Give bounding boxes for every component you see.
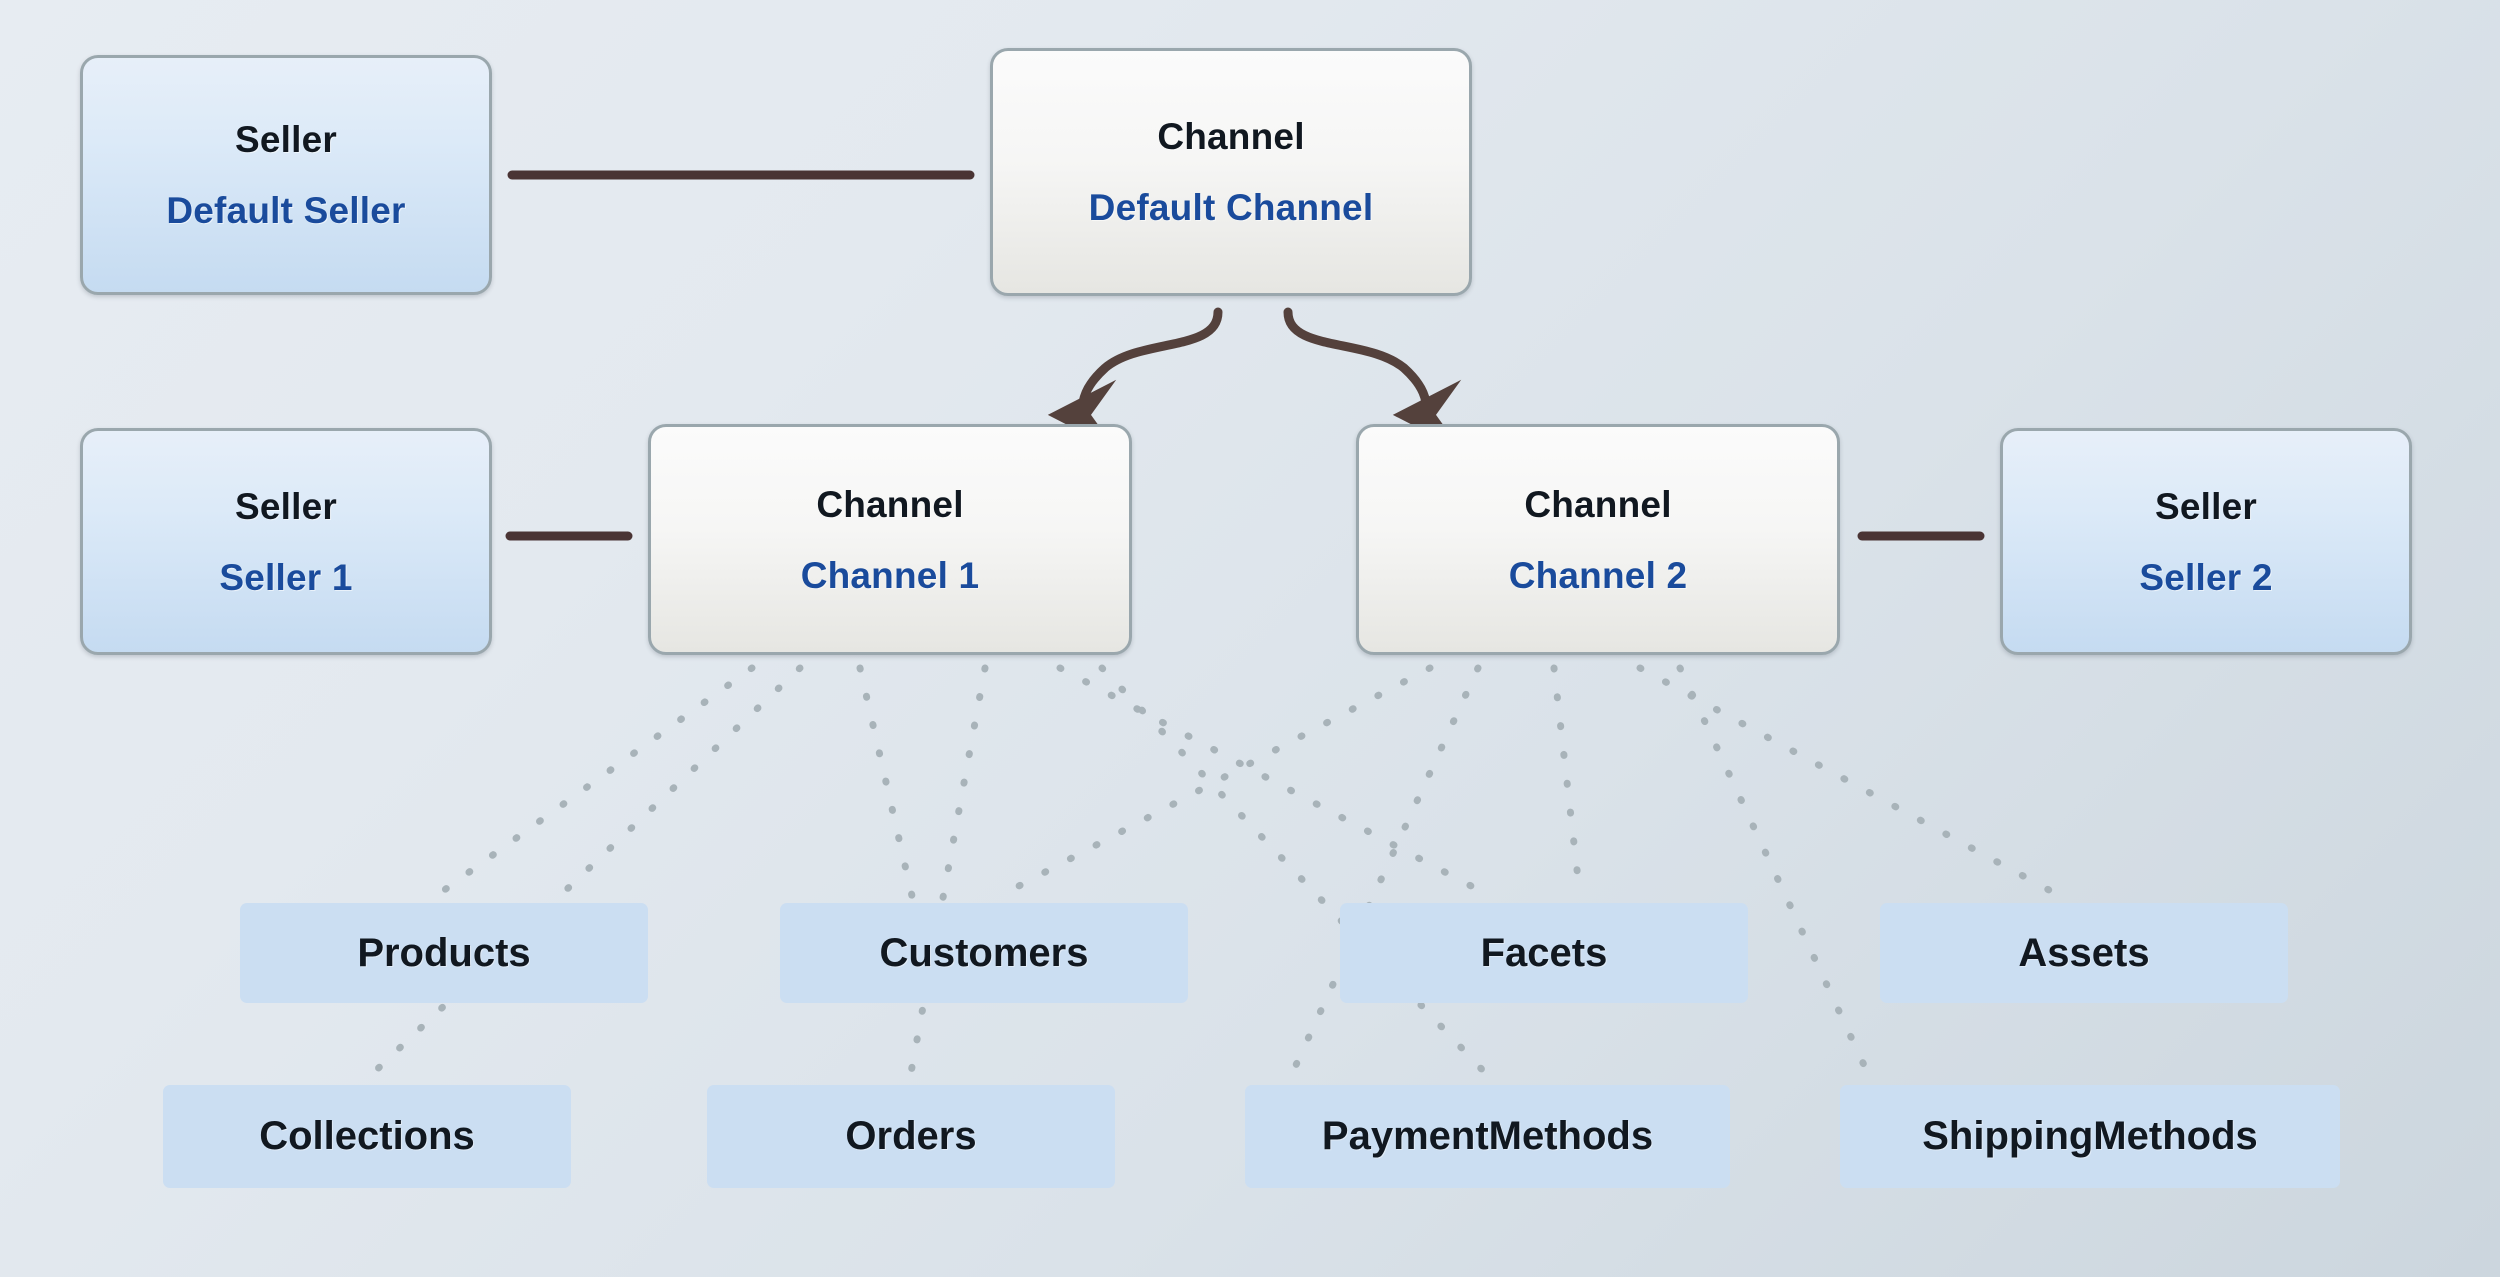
dotted-link-channel1-to-facets	[1056, 664, 1494, 900]
node-type-label: Seller	[235, 119, 337, 160]
node-name-label: Default Channel	[1088, 187, 1374, 228]
arrow-link-default-channel-to-channel-2	[1283, 307, 1462, 450]
resource-chip-label: Products	[357, 930, 531, 975]
dotted-link-channel2-to-assets	[1636, 664, 2064, 900]
node-name-label: Channel 1	[800, 554, 980, 596]
resource-chip-label: Orders	[845, 1114, 977, 1158]
resource-chip-label: Assets	[2018, 930, 2150, 975]
node-type-label: Channel	[1157, 116, 1305, 157]
dotted-link-channel1-to-orders	[906, 664, 989, 1082]
dotted-link-channel1-to-products	[432, 664, 756, 900]
arrow-link-default-channel-to-channel-1	[1047, 307, 1223, 451]
resource-chip-label: Facets	[1480, 930, 1608, 975]
resource-chip-orders[interactable]: Orders	[707, 1085, 1115, 1188]
dotted-link-channel2-to-facets	[1550, 664, 1584, 900]
dotted-link-channel2-to-shippingmethods	[1676, 664, 1874, 1082]
dotted-link-channel2-to-paymentmethods	[1286, 664, 1482, 1082]
dotted-link-channel1-to-paymentmethods	[1098, 664, 1494, 1082]
node-name-label: Channel 2	[1508, 554, 1688, 596]
resource-chip-paymentmethods[interactable]: PaymentMethods	[1245, 1085, 1730, 1188]
node-type-label: Channel	[1524, 483, 1672, 525]
resource-chip-collections[interactable]: Collections	[163, 1085, 571, 1188]
resource-chip-label: ShippingMethods	[1922, 1114, 2258, 1158]
dotted-link-channel1-to-customers	[856, 664, 916, 900]
node-type-label: Channel	[816, 483, 964, 525]
resource-chip-customers[interactable]: Customers	[780, 903, 1188, 1003]
node-type-label: Seller	[235, 485, 337, 527]
resource-chip-label: Collections	[259, 1114, 475, 1158]
dotted-link-channel1-to-collections	[364, 664, 804, 1082]
resource-chip-products[interactable]: Products	[240, 903, 648, 1003]
resource-chip-label: PaymentMethods	[1321, 1114, 1654, 1158]
arrow-links-group	[1047, 307, 1462, 451]
node-type-label: Seller	[2155, 485, 2257, 527]
resource-chip-assets[interactable]: Assets	[1880, 903, 2288, 1003]
node-name-label: Seller 2	[2139, 556, 2273, 598]
resource-chip-label: Customers	[879, 930, 1089, 975]
dotted-links-group	[364, 664, 2064, 1082]
resource-chip-facets[interactable]: Facets	[1340, 903, 1748, 1003]
resource-chip-shippingmethods[interactable]: ShippingMethods	[1840, 1085, 2340, 1188]
dotted-link-channel2-to-customers	[996, 664, 1434, 900]
node-name-label: Default Seller	[166, 190, 406, 231]
node-name-label: Seller 1	[219, 556, 353, 598]
